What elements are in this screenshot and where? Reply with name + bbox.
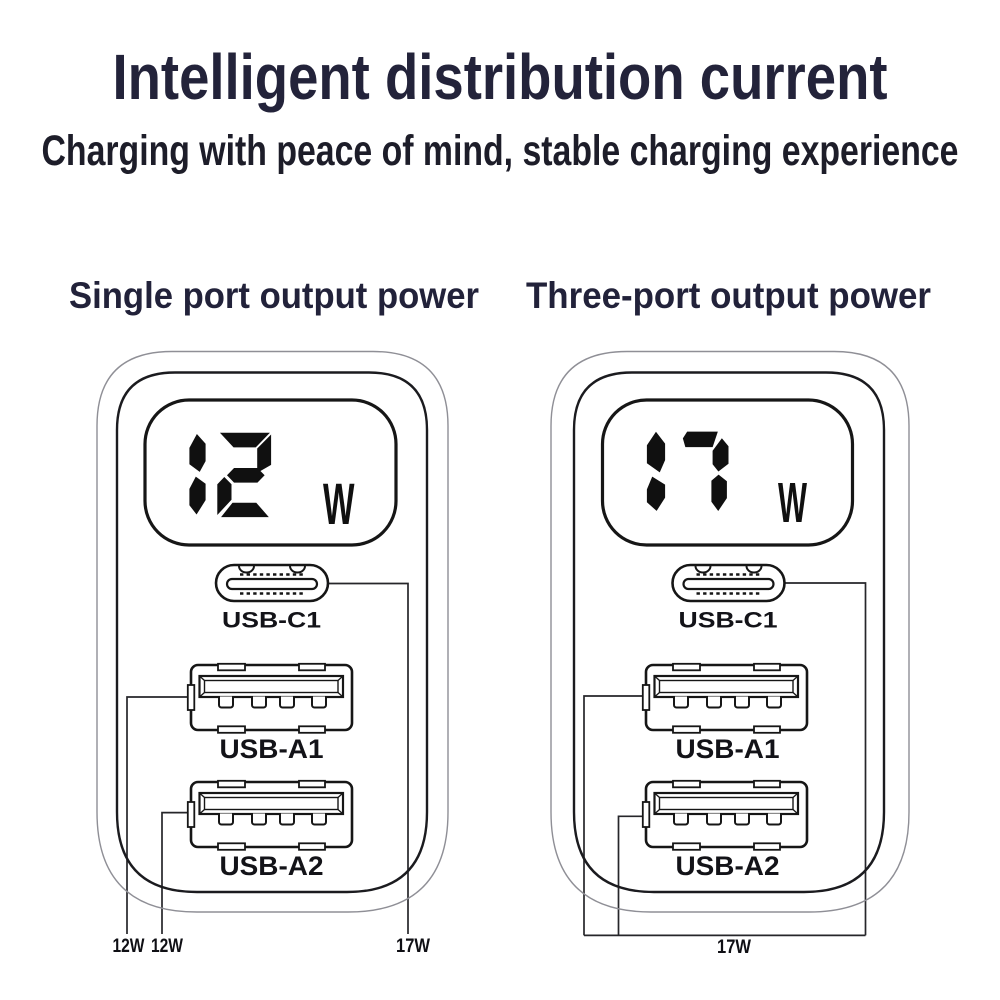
svg-text:USB-A1: USB-A1 [676,734,780,764]
svg-text:17W: 17W [717,937,751,958]
svg-text:Single port output power: Single port output power [69,274,479,316]
svg-text:17W: 17W [396,936,430,957]
svg-text:USB-C1: USB-C1 [679,608,778,633]
svg-text:W: W [778,471,807,535]
svg-text:USB-C1: USB-C1 [222,608,321,633]
svg-text:Three-port output power: Three-port output power [526,274,931,316]
svg-text:12W: 12W [151,936,183,957]
svg-text:USB-A2: USB-A2 [676,851,780,881]
svg-text:USB-A2: USB-A2 [220,851,324,881]
svg-text:USB-A1: USB-A1 [220,734,324,764]
svg-text:Charging with peace of mind, s: Charging with peace of mind, stable char… [42,127,959,175]
svg-text:Intelligent distribution curre: Intelligent distribution current [113,41,888,113]
svg-text:12W: 12W [113,936,145,957]
svg-text:W: W [323,472,355,537]
